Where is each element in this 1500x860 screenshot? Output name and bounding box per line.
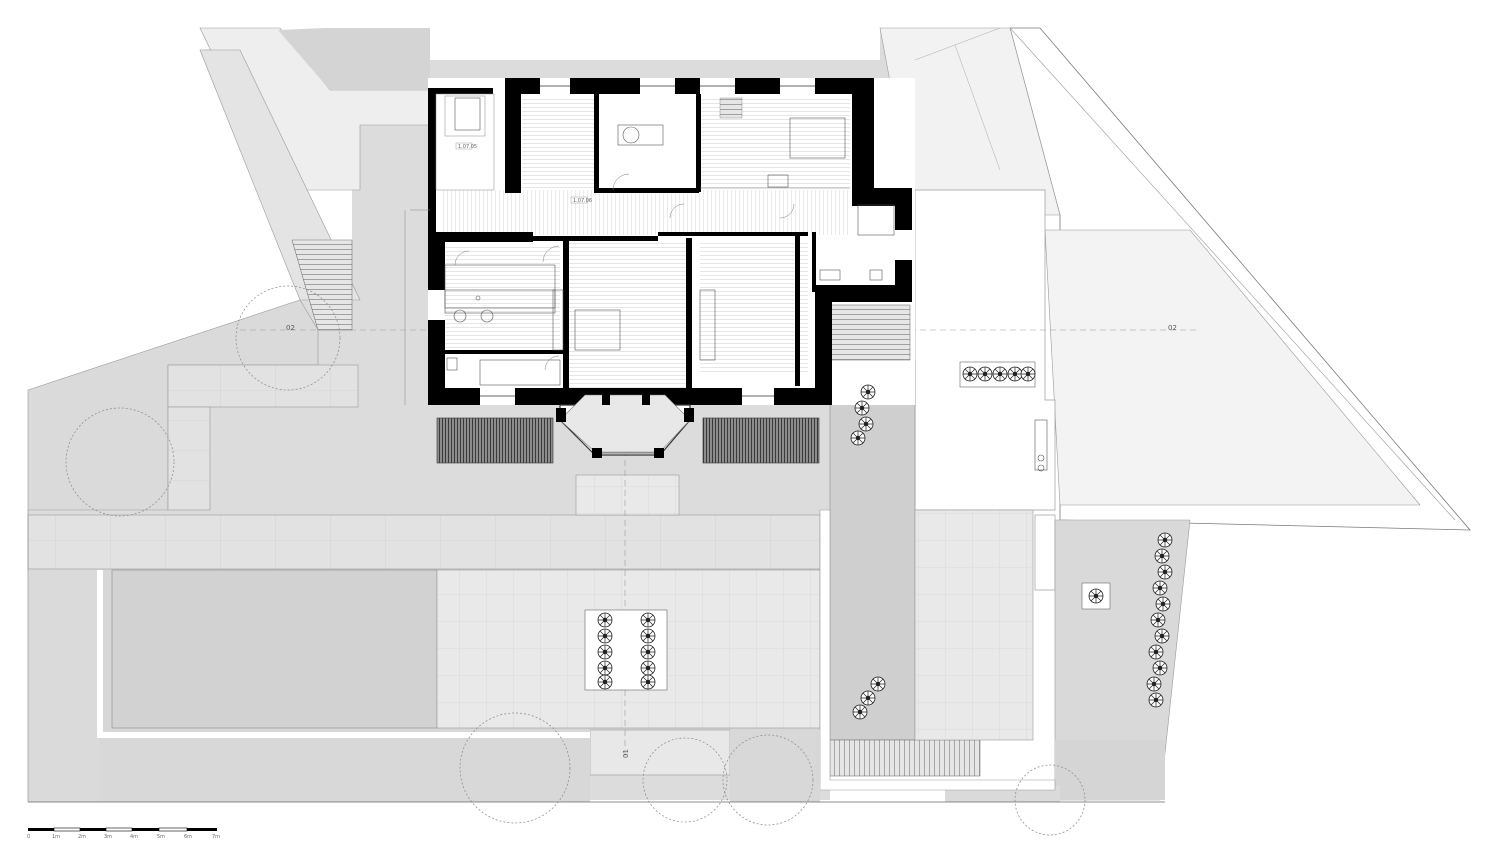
scale-tick-4: 4m (130, 834, 138, 840)
site-ground (27, 27, 1471, 803)
scale-tick-2: 2m (78, 834, 86, 840)
scale-bar: 0 1m 2m 3m 4m 5m 6m 7m (27, 827, 220, 840)
scale-tick-5: 5m (157, 834, 165, 840)
room-tag-b: 1.07.06 (573, 198, 592, 204)
planters (584, 361, 1173, 720)
scale-tick-1: 1m (52, 834, 60, 840)
room-tags: 1.07.05 1.07.06 (455, 142, 592, 204)
scale-tick-0: 0 (27, 834, 30, 840)
section-mark-bottom: 01 (622, 749, 630, 758)
scale-tick-3: 3m (104, 834, 112, 840)
section-marks: 02 02 01 (286, 324, 1177, 758)
scale-tick-7: 7m (212, 834, 220, 840)
room-tag-a: 1.07.05 (458, 144, 477, 150)
section-mark-left: 02 (286, 324, 295, 332)
tree-canopies (65, 285, 1086, 836)
section-mark-right: 02 (1168, 324, 1177, 332)
building (404, 78, 1048, 472)
scale-tick-6: 6m (184, 834, 192, 840)
